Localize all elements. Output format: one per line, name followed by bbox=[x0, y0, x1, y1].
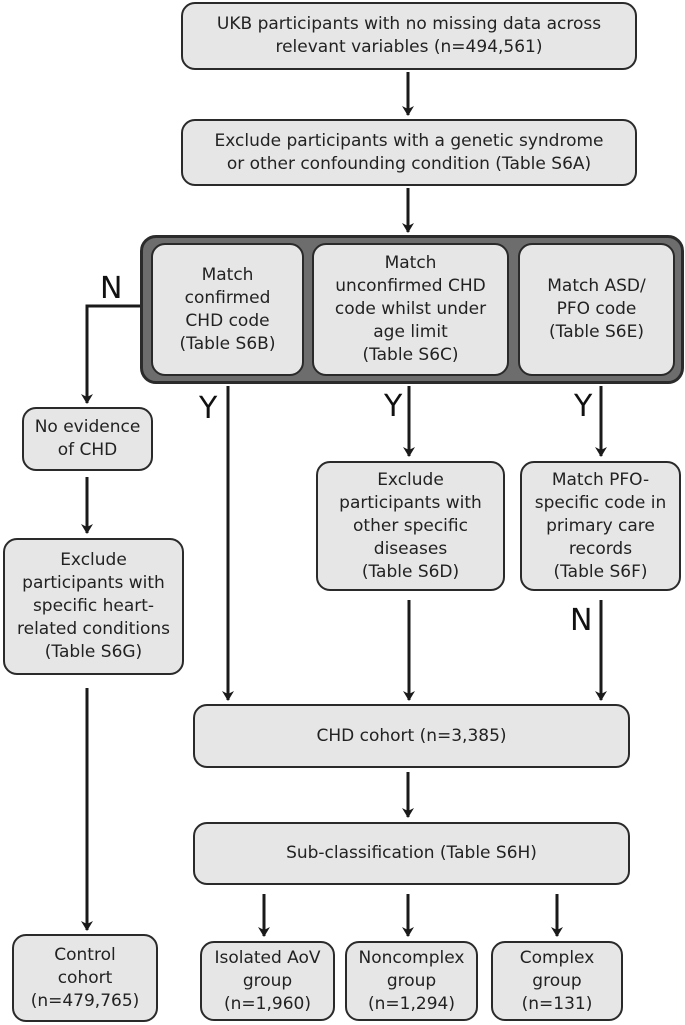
noncomplex-node: Noncomplex group (n=1,294) bbox=[345, 941, 478, 1021]
chd-cohort-text: CHD cohort (n=3,385) bbox=[316, 725, 507, 746]
match-confirmed-text: Match confirmed CHD code (Table S6B) bbox=[179, 264, 276, 354]
isolated-aov-node: Isolated AoV group (n=1,960) bbox=[200, 941, 335, 1021]
edge-label-n-left: N bbox=[100, 271, 123, 306]
match-unconfirmed-node: Match unconfirmed CHD code whilst under … bbox=[312, 243, 509, 376]
noncomplex-text: Noncomplex group (n=1,294) bbox=[358, 947, 465, 1014]
control-cohort-node: Control cohort (n=479,765) bbox=[12, 934, 158, 1022]
exclude-other-node: Exclude participants with other specific… bbox=[316, 461, 505, 591]
exclude-heart-text: Exclude participants with specific heart… bbox=[17, 550, 170, 662]
edge-label-y-confirmed: Y bbox=[199, 391, 218, 426]
isolated-aov-text: Isolated AoV group (n=1,960) bbox=[214, 947, 321, 1014]
subclassification-text: Sub-classification (Table S6H) bbox=[286, 843, 537, 863]
match-pfo-node: Match PFO- specific code in primary care… bbox=[520, 461, 681, 591]
arrow-n-to-no-evidence bbox=[81, 304, 140, 404]
subclassification-node: Sub-classification (Table S6H) bbox=[193, 822, 630, 885]
match-unconfirmed-text: Match unconfirmed CHD code whilst under … bbox=[334, 253, 487, 365]
start-node: UKB participants with no missing data ac… bbox=[181, 2, 637, 70]
exclude-heart-node: Exclude participants with specific heart… bbox=[3, 538, 184, 675]
exclude-other-text: Exclude participants with other specific… bbox=[339, 469, 482, 582]
edge-label-y-unconfirmed: Y bbox=[384, 389, 403, 424]
no-evidence-text: No evidence of CHD bbox=[34, 417, 141, 460]
edge-label-n-pfo: N bbox=[570, 603, 593, 638]
chd-cohort-node: CHD cohort (n=3,385) bbox=[193, 704, 630, 768]
start-node-text: UKB participants with no missing data ac… bbox=[216, 14, 602, 57]
match-confirmed-node: Match confirmed CHD code (Table S6B) bbox=[151, 243, 304, 376]
match-asd-text: Match ASD/ PFO code (Table S6E) bbox=[547, 276, 646, 342]
complex-node: Complex group (n=131) bbox=[491, 941, 623, 1021]
match-asd-node: Match ASD/ PFO code (Table S6E) bbox=[518, 243, 675, 376]
control-cohort-text: Control cohort (n=479,765) bbox=[30, 944, 140, 1011]
complex-text: Complex group (n=131) bbox=[519, 947, 595, 1014]
no-evidence-node: No evidence of CHD bbox=[22, 407, 153, 471]
edge-label-y-asd: Y bbox=[574, 389, 593, 424]
match-pfo-text: Match PFO- specific code in primary care… bbox=[534, 469, 667, 582]
exclude-genetic-text: Exclude participants with a genetic synd… bbox=[214, 130, 604, 174]
exclude-genetic-node: Exclude participants with a genetic synd… bbox=[181, 119, 637, 186]
